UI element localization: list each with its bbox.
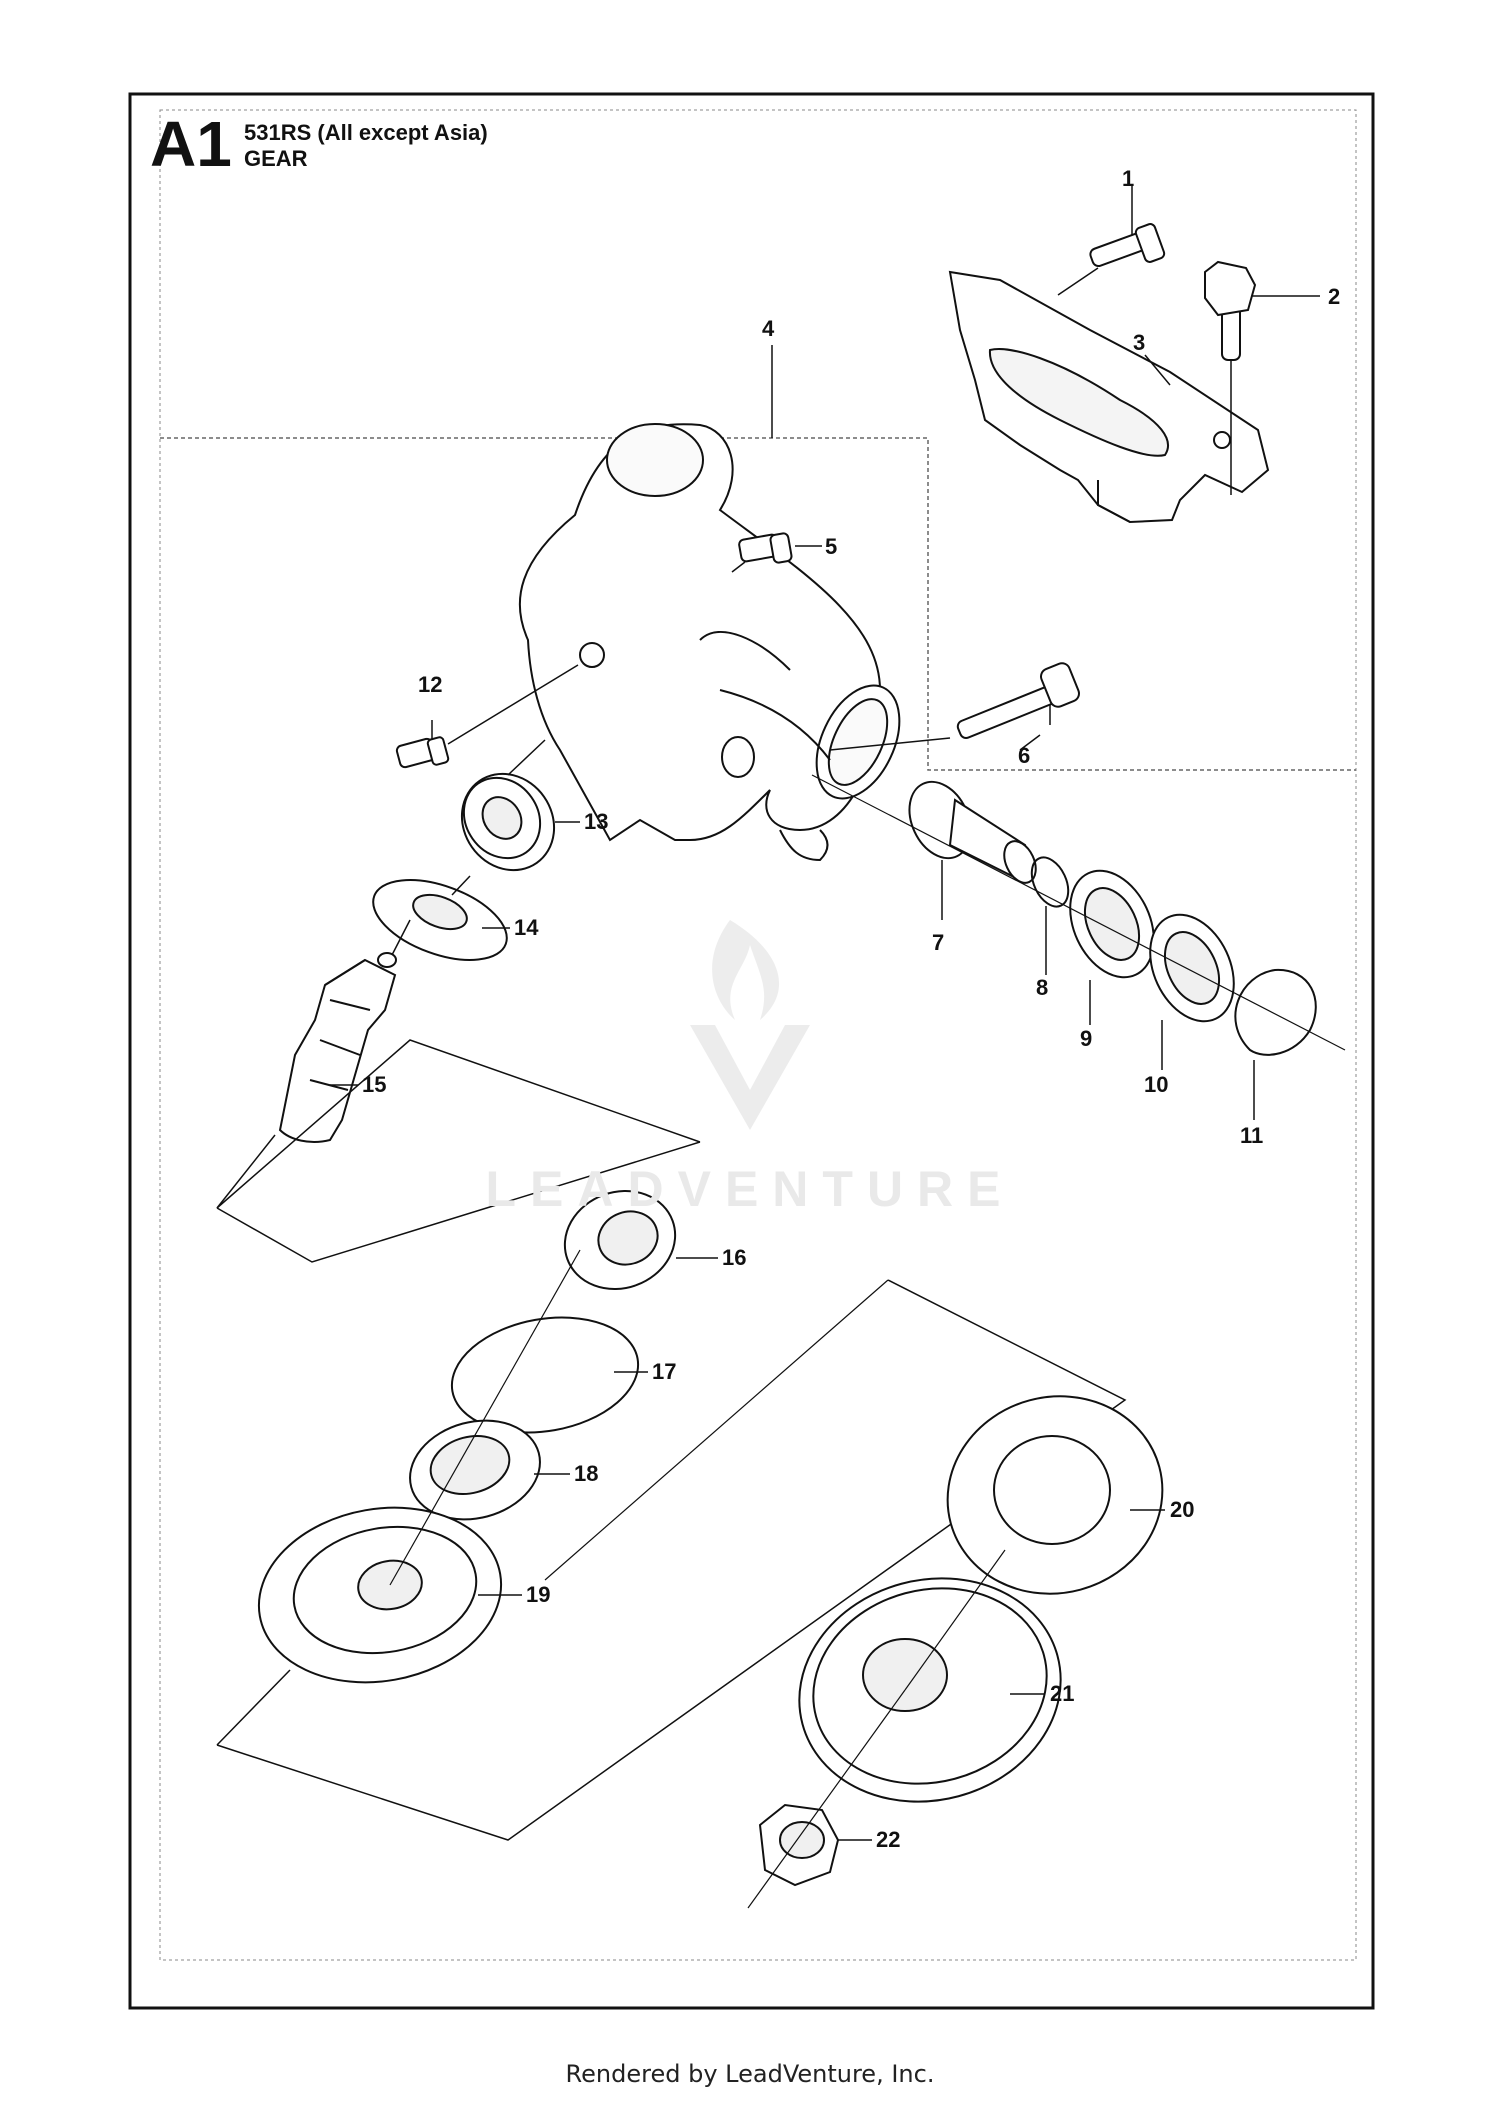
gear-wheel-part-19 bbox=[257, 1506, 503, 1684]
subassembly-boundary-20-22 bbox=[216, 1279, 1127, 1841]
bracket-part-3 bbox=[948, 270, 1270, 524]
callout-18: 18 bbox=[574, 1461, 598, 1486]
inner-frame bbox=[159, 109, 1357, 1961]
screw-part-12 bbox=[395, 736, 450, 769]
gear-housing-boundary bbox=[160, 437, 1356, 771]
callout-9: 9 bbox=[1080, 1026, 1092, 1051]
callout-10: 10 bbox=[1144, 1072, 1168, 1097]
gear-housing-part-4 bbox=[518, 423, 901, 862]
model-title: 531RS (All except Asia) bbox=[244, 120, 488, 145]
callout-6: 6 bbox=[1018, 743, 1030, 768]
bearing-part-13 bbox=[460, 772, 556, 872]
callout-21: 21 bbox=[1050, 1681, 1074, 1706]
bearing-part-16 bbox=[563, 1189, 677, 1291]
callout-16: 16 bbox=[722, 1245, 746, 1270]
screw-part-6 bbox=[956, 662, 1080, 740]
bearing-part-9 bbox=[1069, 869, 1155, 979]
watermark-logo bbox=[690, 920, 810, 1130]
washer-part-14 bbox=[372, 879, 508, 961]
assembly-title: GEAR bbox=[244, 146, 308, 171]
seal-part-18 bbox=[409, 1419, 541, 1521]
callout-15: 15 bbox=[362, 1072, 386, 1097]
footer-text: Rendered by LeadVenture, Inc. bbox=[565, 2060, 935, 2088]
retaining-ring-part-11 bbox=[1234, 968, 1317, 1056]
callout-14: 14 bbox=[514, 915, 539, 940]
callout-2: 2 bbox=[1328, 284, 1340, 309]
pin-part-2 bbox=[1204, 260, 1257, 361]
callout-19: 19 bbox=[526, 1582, 550, 1607]
section-code: A1 bbox=[150, 108, 232, 180]
callout-13: 13 bbox=[584, 809, 608, 834]
callout-8: 8 bbox=[1036, 975, 1048, 1000]
callout-5: 5 bbox=[825, 534, 837, 559]
callout-20: 20 bbox=[1170, 1497, 1194, 1522]
screw-part-1 bbox=[1089, 223, 1166, 268]
outer-frame bbox=[128, 92, 1375, 2010]
shaft-part-7 bbox=[908, 780, 1037, 884]
nut-part-22 bbox=[758, 1803, 840, 1887]
bearing-part-10 bbox=[1149, 913, 1235, 1023]
callout-17: 17 bbox=[652, 1359, 676, 1384]
pinion-shaft-part-15 bbox=[278, 952, 397, 1143]
retaining-ring-part-17 bbox=[450, 1316, 640, 1434]
callout-1: 1 bbox=[1122, 166, 1134, 191]
callout-22: 22 bbox=[876, 1827, 900, 1852]
watermark-text: LEADVENTURE bbox=[485, 1161, 1015, 1217]
callout-11: 11 bbox=[1240, 1123, 1263, 1148]
washer-part-20 bbox=[946, 1395, 1164, 1595]
callout-3: 3 bbox=[1133, 330, 1145, 355]
screw-part-5 bbox=[738, 532, 793, 564]
callout-12: 12 bbox=[418, 672, 442, 697]
subassembly-boundary-15-19 bbox=[216, 1141, 701, 1263]
thrust-cup-part-21 bbox=[798, 1577, 1062, 1803]
circlip-part-8 bbox=[1030, 856, 1070, 908]
callout-7: 7 bbox=[932, 930, 944, 955]
callout-4: 4 bbox=[762, 316, 775, 341]
